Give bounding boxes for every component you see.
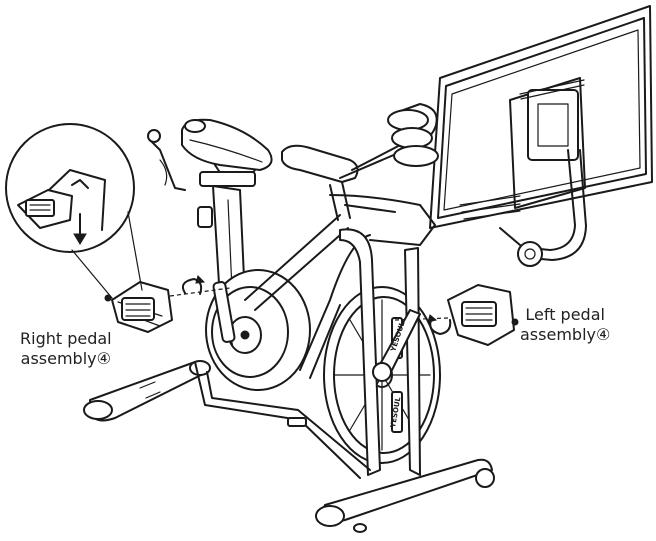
- flywheel-cover: [205, 269, 311, 391]
- front-frame-neck: [329, 194, 436, 246]
- right-pedal: [104, 281, 173, 333]
- left-pedal: [447, 284, 519, 346]
- front-stabilizer: [315, 458, 495, 533]
- seat: [181, 118, 273, 301]
- monitor-mount-arm: [499, 149, 587, 267]
- right-pedal-label-line1: Right pedal: [20, 329, 112, 348]
- left-pedal-label-line2: assembly④: [520, 325, 611, 344]
- rotation-arrow-right: [169, 275, 231, 297]
- handlebars: [281, 103, 439, 221]
- left-pedal-label: Left pedal assembly④: [520, 305, 610, 345]
- water-bottle-holder: [147, 129, 186, 191]
- pedal-detail-callout: [5, 123, 143, 299]
- left-pedal-label-line1: Left pedal: [525, 305, 605, 324]
- lower-frame-rail: [194, 361, 371, 479]
- front-fork: [339, 228, 421, 476]
- right-pedal-label-line2: assembly④: [20, 349, 111, 368]
- seat-adjust-knob: [197, 206, 213, 228]
- monitor: [429, 5, 653, 229]
- right-pedal-label: Right pedal assembly④: [20, 329, 112, 369]
- rear-stabilizer: [83, 360, 211, 422]
- left-crank: [372, 309, 421, 382]
